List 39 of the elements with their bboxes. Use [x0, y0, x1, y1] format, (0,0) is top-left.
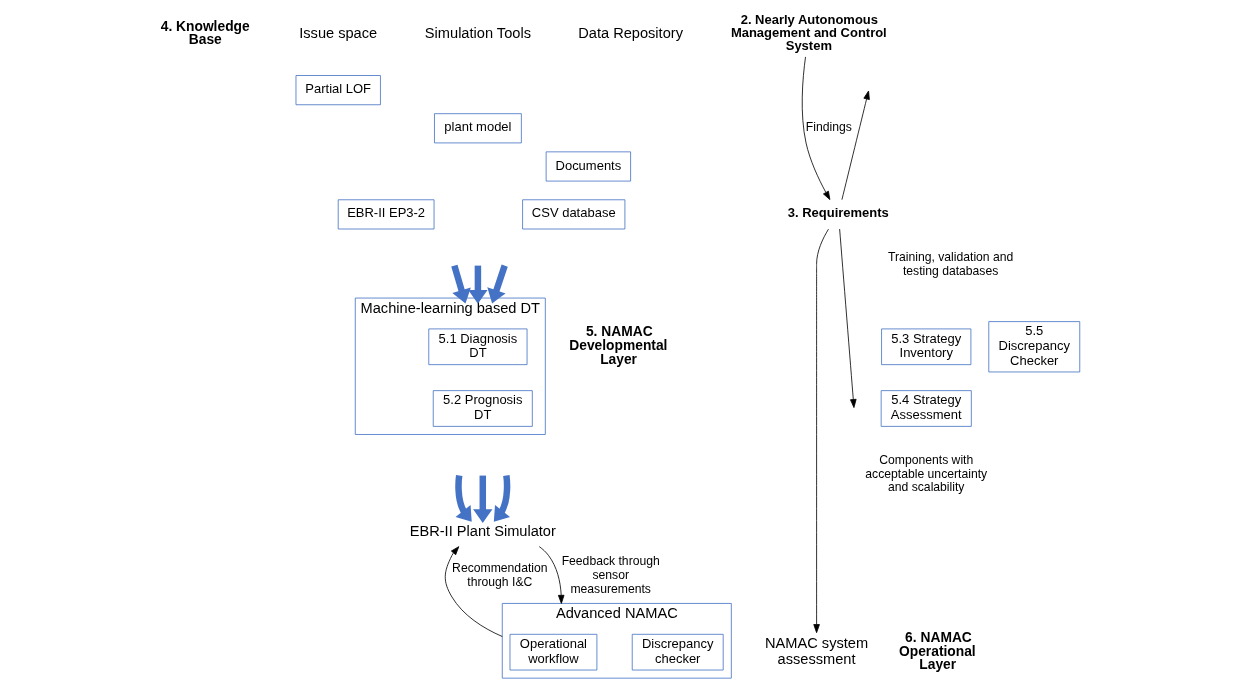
label: Training, validation and testing databases	[887, 249, 1013, 278]
arrow	[493, 475, 510, 522]
node-box: CSV database	[521, 199, 625, 230]
node-text: 2. Nearly Autonomous Management and Control System	[730, 12, 887, 54]
arrow	[801, 56, 830, 200]
node-text: EBR-II Plant Simulator	[409, 522, 556, 539]
edge-label: Feedback through sensor measurements	[561, 554, 660, 596]
label: 4. Knowledge Base	[160, 18, 250, 48]
label: Simulation Tools	[424, 24, 531, 41]
node-box: plant model	[433, 113, 522, 144]
node-box: Documents	[545, 151, 631, 182]
arrow	[486, 264, 508, 304]
node-box: 5.5 Discrepancy Checker	[987, 321, 1080, 373]
arrow	[467, 265, 488, 304]
label: 5. NAMAC Developmental Layer	[568, 324, 667, 367]
arrow	[472, 475, 492, 523]
node-box: 5.3 Strategy Inventory	[880, 328, 971, 366]
arrow	[538, 546, 564, 604]
edge-label: Recommendation through I&C	[451, 561, 548, 589]
arrow	[838, 228, 857, 408]
label: Issue space	[298, 24, 377, 41]
node-box: Partial LOF	[295, 75, 381, 106]
label: Components with acceptable uncertainty and scalability	[864, 452, 987, 495]
node-box: Operational workflow	[509, 633, 597, 671]
node-text: NAMAC system assessment	[764, 634, 868, 667]
label: 6. NAMAC Operational Layer	[898, 629, 976, 673]
arrow	[812, 228, 829, 634]
arrow	[444, 546, 503, 637]
node-text: 3. Requirements	[787, 204, 889, 220]
arrow	[454, 475, 472, 522]
arrow	[450, 264, 471, 304]
node-box: Discrepancy checker	[631, 633, 724, 671]
node-box: 5.4 Strategy Assessment	[880, 390, 972, 427]
arrow	[841, 90, 870, 201]
node-box: EBR-II EP3-2	[337, 199, 434, 230]
edge-label: Findings	[805, 120, 852, 135]
node-box: 5.2 Prognosis DT	[432, 390, 533, 427]
node-box: 5.1 Diagnosis DT	[427, 328, 527, 366]
label: Data Repository	[577, 24, 683, 41]
